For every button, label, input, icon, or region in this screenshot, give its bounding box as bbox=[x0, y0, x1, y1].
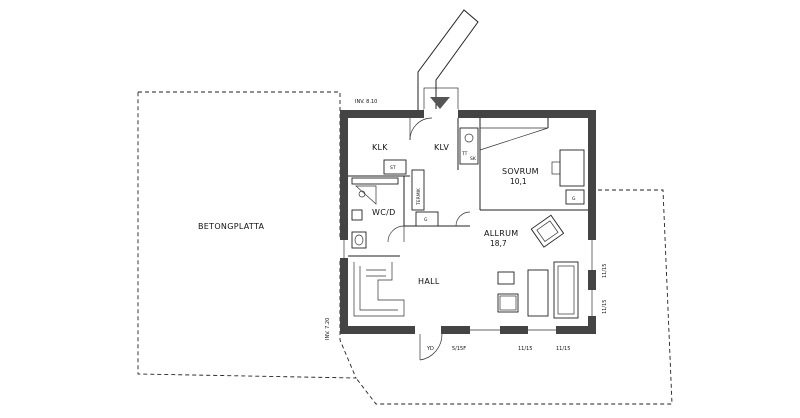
label-window-bottom-1: 5/15F bbox=[452, 346, 466, 352]
entry-arrow-icon bbox=[430, 97, 450, 109]
chimney bbox=[417, 9, 479, 112]
level-top: INV. 8.10 bbox=[355, 99, 377, 105]
label-window-right-1: 11/15 bbox=[602, 264, 608, 278]
label-window-bottom-3: 11/15 bbox=[556, 346, 570, 352]
terrace-outline bbox=[355, 189, 673, 405]
fixture-g-left-label: G bbox=[424, 217, 428, 223]
fixture-st-label: ST bbox=[390, 165, 396, 171]
room-allrum: ALLRUM 18,7 bbox=[484, 214, 579, 319]
slab-label: BETONGPLATTA bbox=[198, 222, 265, 231]
room-allrum-label: ALLRUM bbox=[484, 229, 519, 238]
entry-step bbox=[423, 87, 459, 111]
fixture-sk-label: SK bbox=[470, 156, 477, 162]
label-window-right-2: 11/15 bbox=[602, 300, 608, 314]
door-swings bbox=[387, 117, 471, 361]
opening-labels: YD 5/15F 11/15 11/15 11/15 11/15 bbox=[426, 264, 608, 352]
room-klk: KLK ST bbox=[351, 143, 407, 185]
room-sovrum-area: 10,1 bbox=[510, 177, 527, 186]
room-klk-label: KLK bbox=[372, 143, 388, 152]
room-sovrum: SOVRUM 10,1 G bbox=[502, 149, 585, 205]
fixture-g-right-label: G bbox=[572, 196, 576, 202]
fixture-termik-label: TERMIK bbox=[416, 187, 422, 206]
room-klv-label: KLV bbox=[434, 143, 449, 152]
level-left: INV. 7.20 bbox=[325, 318, 331, 340]
windows bbox=[343, 240, 593, 331]
room-wc-label: WC/D bbox=[372, 208, 396, 217]
room-hall: HALL bbox=[353, 262, 440, 317]
label-window-bottom-2: 11/15 bbox=[518, 346, 532, 352]
room-hall-label: HALL bbox=[418, 277, 440, 286]
room-allrum-area: 18,7 bbox=[490, 239, 507, 248]
label-yd: YD bbox=[426, 346, 434, 352]
concrete-slab: BETONGPLATTA bbox=[137, 91, 357, 379]
room-klv: KLV TERMIK G TT SK bbox=[411, 127, 479, 227]
room-wc: WC/D bbox=[351, 185, 396, 249]
room-sovrum-label: SOVRUM bbox=[502, 167, 539, 176]
fixture-tt-label: TT bbox=[461, 151, 468, 157]
